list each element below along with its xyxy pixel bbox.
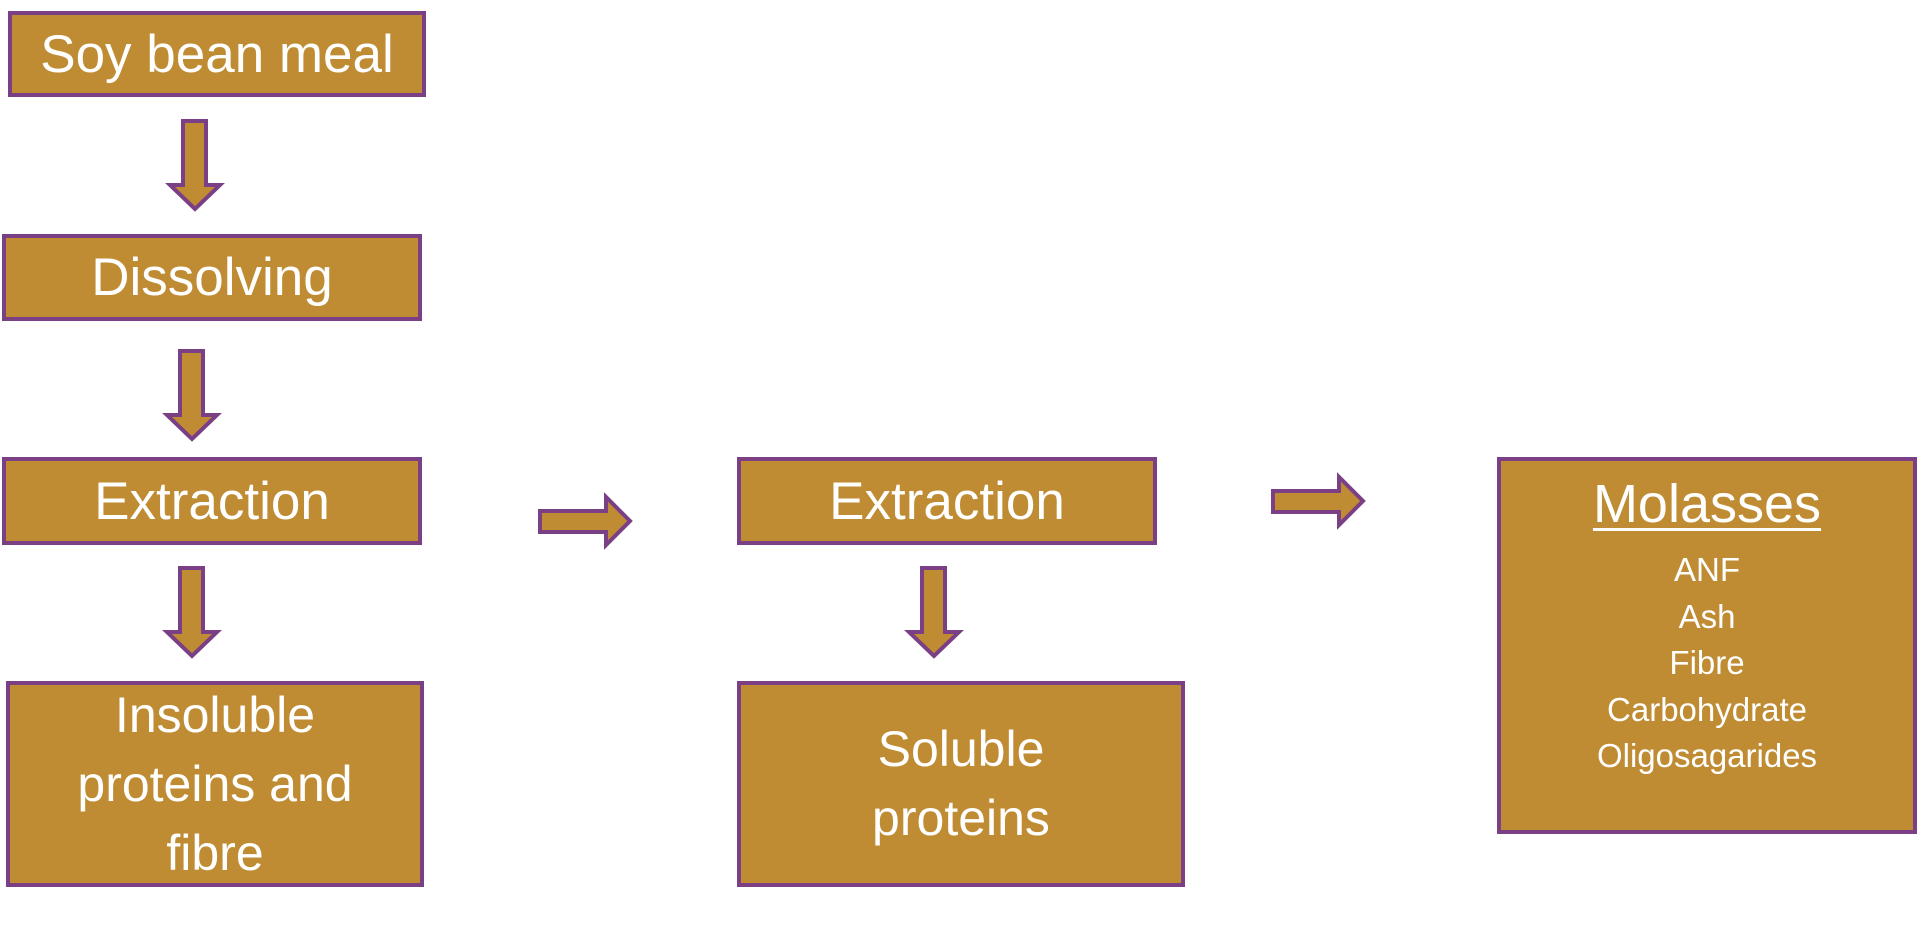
molasses-item: Carbohydrate [1607, 690, 1807, 728]
node-molasses: Molasses ANF Ash Fibre Carbohydrate Olig… [1497, 457, 1917, 834]
node-insoluble-proteins-and-fibre: Insoluble proteins and fibre [6, 681, 424, 887]
arrow-dissolving-to-extraction [162, 349, 222, 442]
node-soy-bean-meal: Soy bean meal [8, 11, 426, 97]
node-extraction-2: Extraction [737, 457, 1157, 545]
arrow-extraction-to-extraction [538, 492, 633, 550]
molasses-items: ANF Ash Fibre Carbohydrate Oligosagaride… [1597, 547, 1817, 780]
arrow-extraction-to-molasses [1271, 472, 1366, 530]
node-dissolving-label: Dissolving [91, 248, 333, 307]
arrow-extraction-to-soluble [904, 566, 964, 659]
molasses-item: Ash [1678, 597, 1736, 635]
node-extraction-1: Extraction [2, 457, 422, 545]
molasses-item: Fibre [1669, 644, 1745, 681]
molasses-title: Molasses [1592, 474, 1822, 534]
molasses-item: Oligosagarides [1596, 737, 1818, 774]
node-soluble-line-1: Soluble [877, 721, 1045, 777]
node-insoluble-line-2: proteins and [77, 755, 353, 812]
node-soluble-proteins: Soluble proteins [737, 681, 1185, 887]
node-extraction-2-label: Extraction [829, 471, 1065, 531]
node-insoluble-line-1: Insoluble [114, 686, 316, 743]
arrow-extraction-to-insoluble [162, 566, 222, 659]
node-soluble-line-2: proteins [872, 790, 1050, 846]
arrow-soy-to-dissolving [165, 119, 225, 212]
node-dissolving: Dissolving [2, 234, 422, 321]
node-soy-bean-meal-label: Soy bean meal [40, 24, 394, 84]
node-insoluble-line-3: fibre [166, 824, 264, 881]
molasses-item: ANF [1674, 551, 1740, 588]
node-extraction-1-label: Extraction [94, 471, 330, 531]
